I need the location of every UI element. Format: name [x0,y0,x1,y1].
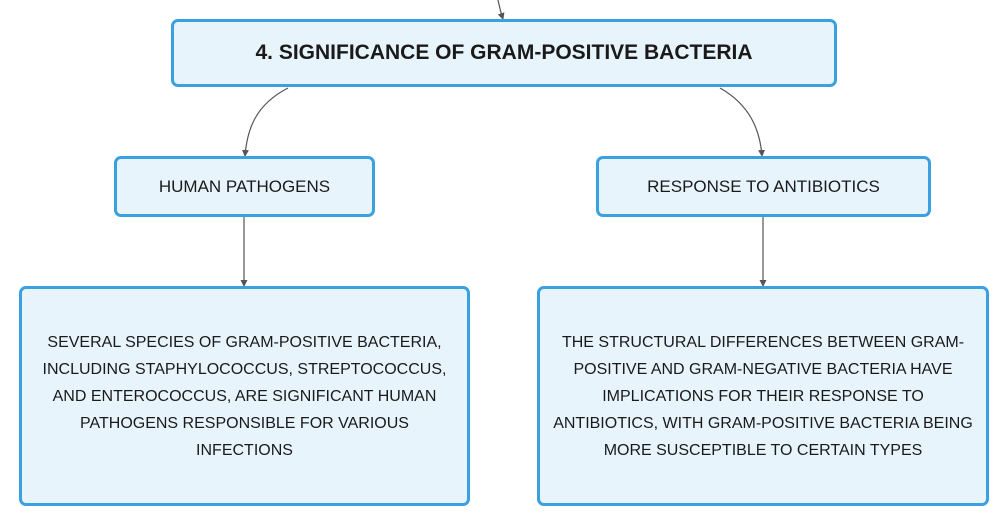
connector-title-to-human-pathogens [241,87,289,157]
detail-node-human-pathogens[interactable]: SEVERAL SPECIES OF GRAM-POSITIVE BACTERI… [19,286,470,506]
topic-title: 4. SIGNIFICANCE OF GRAM-POSITIVE BACTERI… [255,41,753,64]
connector-title-to-response-to-antibiotics [719,87,766,157]
branch-node-human-pathogens[interactable]: HUMAN PATHOGENS [114,156,375,217]
detail-node-response-to-antibiotics[interactable]: THE STRUCTURAL DIFFERENCES BETWEEN GRAM-… [537,286,989,506]
branch-label-human-pathogens: HUMAN PATHOGENS [158,176,331,196]
branch-label-response-to-antibiotics: RESPONSE TO ANTIBIOTICS [647,176,880,196]
connector-incoming [497,0,505,20]
topic-title-node[interactable]: 4. SIGNIFICANCE OF GRAM-POSITIVE BACTERI… [171,19,837,87]
detail-text-human-pathogens: SEVERAL SPECIES OF GRAM-POSITIVE BACTERI… [42,333,447,459]
detail-text-response-to-antibiotics: THE STRUCTURAL DIFFERENCES BETWEEN GRAM-… [553,333,973,459]
branch-node-response-to-antibiotics[interactable]: RESPONSE TO ANTIBIOTICS [596,156,931,217]
